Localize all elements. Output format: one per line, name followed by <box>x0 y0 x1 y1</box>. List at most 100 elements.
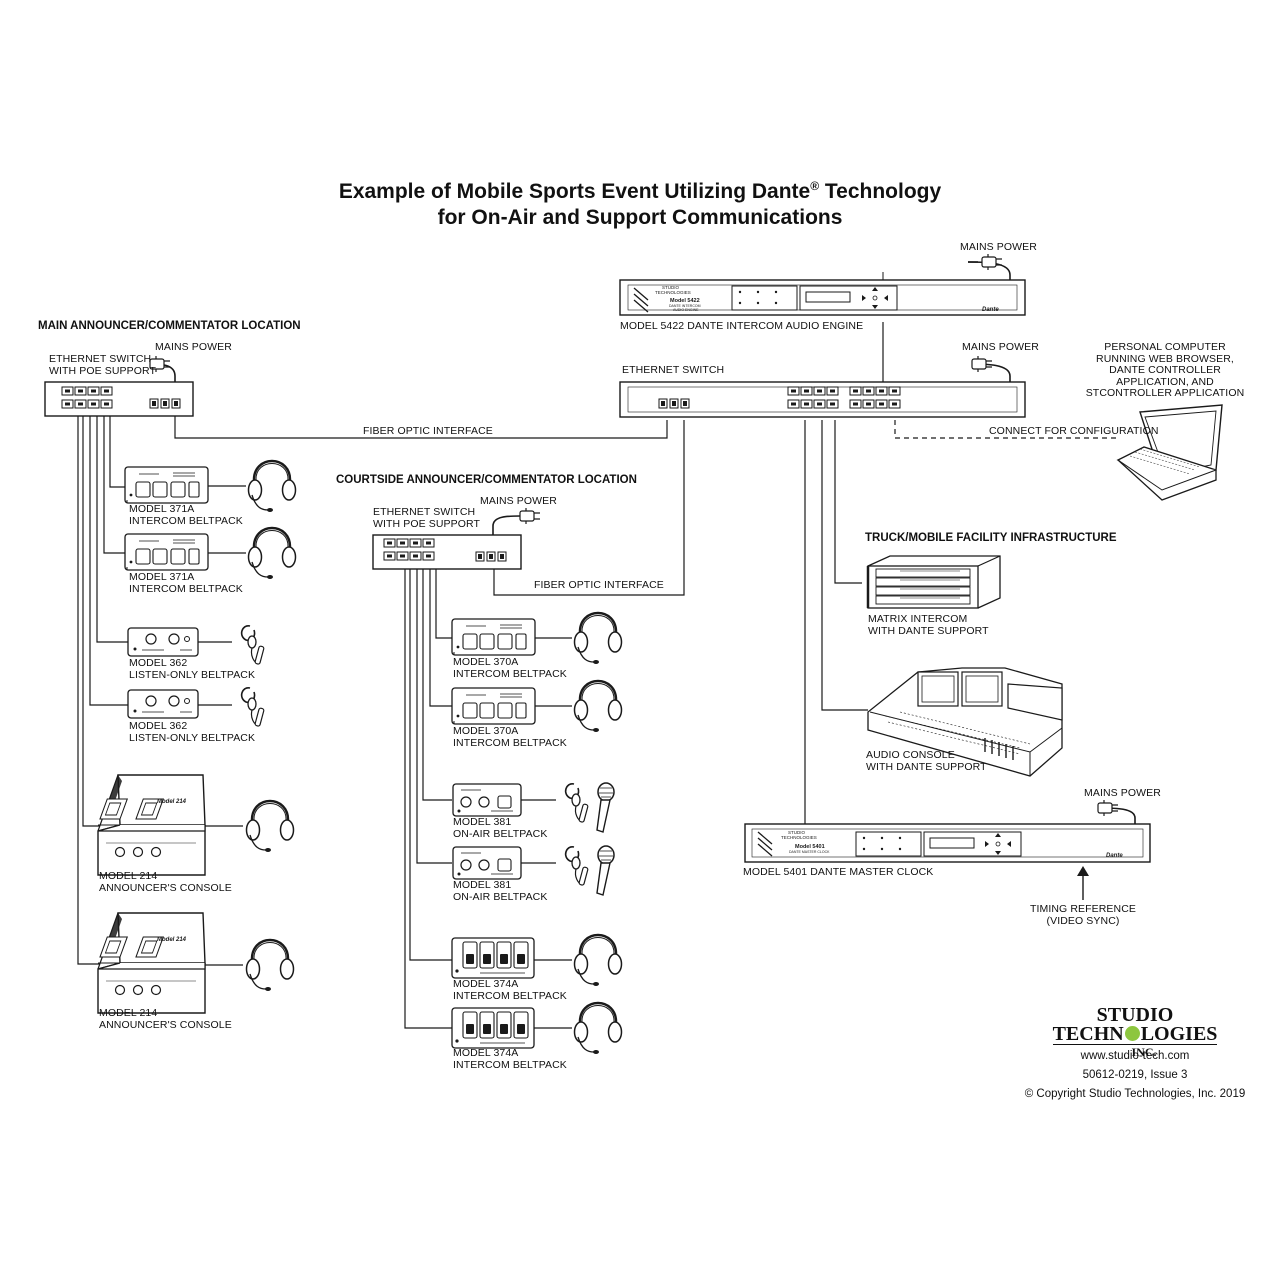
pc-line-1: PERSONAL COMPUTER <box>1104 341 1226 353</box>
console-214-1-model: Model 214 <box>157 799 187 805</box>
engine-brand-studio: STUDIO <box>662 285 680 290</box>
timing-label: TIMING REFERENCE (VIDEO SYNC) <box>1020 903 1146 927</box>
console-214-1 <box>97 774 206 876</box>
beltpack-370a-1 <box>451 618 536 656</box>
main-switch-line2: WITH PoE SUPPORT <box>49 364 156 377</box>
console-214-2 <box>97 912 206 1014</box>
engine-label: MODEL 5422 DANTE INTERCOM AUDIO ENGINE <box>620 320 864 332</box>
engine-sub2: AUDIO ENGINE <box>673 308 699 312</box>
engine-5422-rack <box>619 279 1026 316</box>
label-362-1-desc: LISTEN-ONLY BELTPACK <box>129 668 256 681</box>
label-374a-2-model: MODEL 374A <box>453 1047 519 1059</box>
beltpack-381-2 <box>452 846 522 880</box>
label-370a-1-desc: INTERCOM BELTPACK <box>453 667 567 680</box>
beltpack-374a-1 <box>451 937 535 979</box>
fiber-label-courtside: FIBER OPTIC INTERFACE <box>534 579 664 591</box>
fiber-label-main: FIBER OPTIC INTERFACE <box>363 425 493 437</box>
diagram-title: Example of Mobile Sports Event Utilizing… <box>0 173 1280 231</box>
label-374a-1-model: MODEL 374A <box>453 978 519 990</box>
label-362-1: MODEL 362 LISTEN-ONLY BELTPACK <box>129 657 256 681</box>
title-line2: for On-Air and Support Communications <box>437 206 843 229</box>
clock-brand-tech: TECHNOLOGIES <box>781 835 817 840</box>
label-381-1-model: MODEL 381 <box>453 816 512 828</box>
console-label: AUDIO CONSOLE WITH DANTE SUPPORT <box>866 749 987 773</box>
engine-dante-logo: Dante <box>982 307 999 313</box>
label-381-2-model: MODEL 381 <box>453 879 512 891</box>
label-214-2: MODEL 214 ANNOUNCER'S CONSOLE <box>99 1007 232 1031</box>
clock-brand-studio: STUDIO <box>788 830 806 835</box>
mains-power-main: MAINS POWER <box>155 341 232 353</box>
label-371a-2: MODEL 371A INTERCOM BELTPACK <box>129 571 243 595</box>
label-381-2-desc: ON-AIR BELTPACK <box>453 890 548 903</box>
console-line1: AUDIO CONSOLE <box>866 749 955 761</box>
beltpack-371a-2 <box>124 533 209 571</box>
title-line1: Example of Mobile Sports Event Utilizing… <box>338 180 811 203</box>
title-line1-suffix: Technology <box>819 180 942 203</box>
mains-power-engine: MAINS POWER <box>960 241 1037 253</box>
label-381-1-desc: ON-AIR BELTPACK <box>453 827 548 840</box>
section-courtside: COURTSIDE ANNOUNCER/COMMENTATOR LOCATION <box>336 474 637 486</box>
beltpack-370a-2 <box>451 687 536 725</box>
mains-power-switch: MAINS POWER <box>962 341 1039 353</box>
mains-power-courtside: MAINS POWER <box>480 495 557 507</box>
label-362-2: MODEL 362 LISTEN-ONLY BELTPACK <box>129 720 255 744</box>
beltpack-362-1 <box>127 627 199 657</box>
section-main-announcer: MAIN ANNOUNCER/COMMENTATOR LOCATION <box>38 320 301 332</box>
logo-tech-b: LOGIES <box>1140 1023 1218 1045</box>
clock-model: Model 5401 <box>795 844 825 850</box>
beltpack-362-2 <box>127 689 199 719</box>
courtside-switch-line1: ETHERNET SWITCH <box>373 506 476 518</box>
label-362-2-model: MODEL 362 <box>129 720 188 732</box>
doc-number: 50612-0219, Issue 3 <box>1082 1069 1188 1081</box>
clock-5401-rack <box>744 823 1151 863</box>
pc-line-5: STCONTROLLER APPLICATION <box>1085 387 1245 399</box>
label-214-1-model: MODEL 214 <box>99 870 158 882</box>
matrix-line1: MATRIX INTERCOM <box>868 613 968 625</box>
label-370a-2: MODEL 370A INTERCOM BELTPACK <box>453 725 567 749</box>
pc-label: PERSONAL COMPUTER RUNNING WEB BROWSER, D… <box>1060 341 1270 400</box>
label-214-1-desc: ANNOUNCER'S CONSOLE <box>99 881 232 894</box>
label-214-1: MODEL 214 ANNOUNCER'S CONSOLE <box>99 870 232 894</box>
label-362-1-model: MODEL 362 <box>129 657 188 669</box>
main-switch-line1: ETHERNET SWITCH <box>49 353 152 365</box>
clock-label: MODEL 5401 DANTE MASTER CLOCK <box>743 866 934 878</box>
courtside-poe-switch <box>372 534 522 570</box>
pc-line-3: DANTE CONTROLLER <box>1109 364 1221 376</box>
pc-line-4: APPLICATION, AND <box>1116 375 1214 388</box>
label-371a-1: MODEL 371A INTERCOM BELTPACK <box>129 503 243 527</box>
label-214-2-desc: ANNOUNCER'S CONSOLE <box>99 1018 232 1031</box>
matrix-label: MATRIX INTERCOM WITH DANTE SUPPORT <box>868 613 989 637</box>
timing-line1: TIMING REFERENCE <box>1029 903 1137 915</box>
label-370a-2-model: MODEL 370A <box>453 725 519 737</box>
label-381-2: MODEL 381 ON-AIR BELTPACK <box>453 879 548 903</box>
copyright: © Copyright Studio Technologies, Inc. 20… <box>1024 1088 1246 1100</box>
courtside-switch-label: ETHERNET SWITCH WITH PoE SUPPORT <box>373 506 480 530</box>
beltpack-381-1 <box>452 783 522 817</box>
engine-model: Model 5422 <box>670 298 700 304</box>
main-switch-label: ETHERNET SWITCH WITH PoE SUPPORT <box>49 353 156 377</box>
timing-line2: (VIDEO SYNC) <box>1046 914 1120 927</box>
central-switch-label: ETHERNET SWITCH <box>622 364 725 376</box>
label-374a-2-desc: INTERCOM BELTPACK <box>453 1058 567 1071</box>
logo-inc: INC. <box>1131 1045 1157 1059</box>
audio-console <box>867 667 1063 777</box>
mains-power-clock: MAINS POWER <box>1084 787 1161 799</box>
label-371a-1-model: MODEL 371A <box>129 503 195 515</box>
console-line2: WITH DANTE SUPPORT <box>866 760 987 773</box>
label-371a-2-model: MODEL 371A <box>129 571 195 583</box>
console-214-2-model: Model 214 <box>157 937 187 943</box>
clock-sub: DANTE MASTER CLOCK <box>789 850 830 854</box>
matrix-line2: WITH DANTE SUPPORT <box>868 624 989 637</box>
clock-dante-logo: Dante <box>1106 853 1123 859</box>
section-truck: TRUCK/MOBILE FACILITY INFRASTRUCTURE <box>865 532 1117 544</box>
courtside-switch-line2: WITH PoE SUPPORT <box>373 517 480 530</box>
beltpack-371a-1 <box>124 466 209 504</box>
logo-ball-icon <box>1124 1026 1140 1041</box>
label-374a-1-desc: INTERCOM BELTPACK <box>453 989 567 1002</box>
central-ethernet-switch <box>619 381 1026 418</box>
label-370a-1: MODEL 370A INTERCOM BELTPACK <box>453 656 567 680</box>
label-371a-2-desc: INTERCOM BELTPACK <box>129 582 243 595</box>
